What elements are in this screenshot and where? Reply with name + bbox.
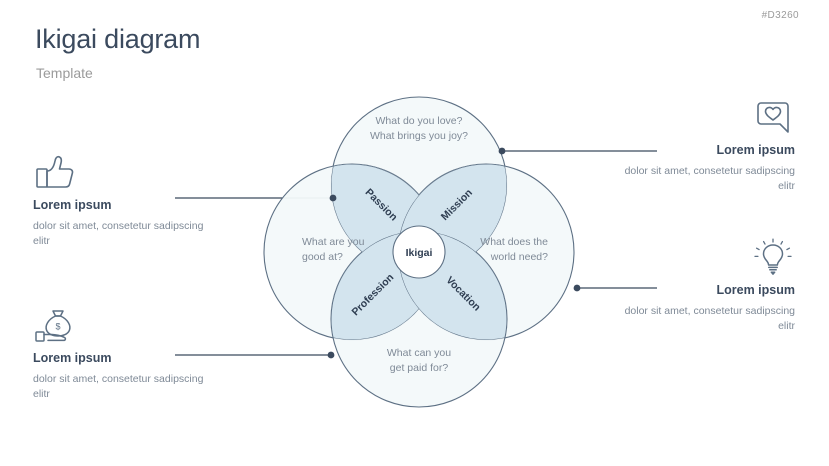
- label-world-need-line1: What does the: [480, 236, 548, 248]
- callout-bottom-right[interactable]: Lorem ipsum dolor sit amet, consetetur s…: [620, 237, 795, 334]
- speech-bubble-heart-icon: [620, 97, 795, 139]
- callout-heading: Lorem ipsum: [33, 351, 112, 365]
- circle-labels: What do you love? What brings you joy? W…: [302, 115, 548, 374]
- svg-text:$: $: [55, 322, 60, 332]
- callout-heading: Lorem ipsum: [716, 283, 796, 297]
- dot-top-left: [329, 194, 337, 202]
- document-code: #D3260: [761, 10, 799, 21]
- callout-bottom-left[interactable]: $ Lorem ipsum dolor sit amet, consetetur…: [33, 305, 208, 402]
- dot-bottom-right: [573, 284, 581, 292]
- label-good-at-line2: good at?: [302, 251, 343, 263]
- center-label: Ikigai: [406, 247, 433, 259]
- callout-top-left[interactable]: Lorem ipsum dolor sit amet, consetetur s…: [33, 152, 208, 249]
- callout-body: dolor sit amet, consetetur sadipscing el…: [624, 165, 795, 193]
- page-subtitle: Template: [36, 65, 93, 81]
- label-world-need-line2: world need?: [490, 251, 548, 263]
- callout-body: dolor sit amet, consetetur sadipscing el…: [33, 220, 204, 248]
- center-circle[interactable]: [392, 225, 446, 279]
- label-love-line1: What do you love?: [376, 115, 463, 127]
- page-title: Ikigai diagram: [35, 24, 201, 54]
- label-paid-for-line2: get paid for?: [390, 362, 449, 374]
- label-love-line2: What brings you joy?: [370, 130, 468, 142]
- lightbulb-icon: [620, 237, 795, 279]
- callout-heading: Lorem ipsum: [33, 198, 112, 212]
- callout-body: dolor sit amet, consetetur sadipscing el…: [33, 373, 204, 401]
- dot-bottom-left: [327, 351, 335, 359]
- callout-heading: Lorem ipsum: [716, 143, 796, 157]
- callout-body: dolor sit amet, consetetur sadipscing el…: [624, 305, 795, 333]
- callout-top-right[interactable]: Lorem ipsum dolor sit amet, consetetur s…: [620, 97, 795, 194]
- label-paid-for-line1: What can you: [387, 347, 451, 359]
- label-good-at-line1: What are you: [302, 236, 365, 248]
- dot-top-right: [498, 147, 506, 155]
- money-bag-in-hand-icon: $: [33, 305, 208, 347]
- thumbs-up-icon: [33, 152, 208, 194]
- connector-dots: [327, 147, 581, 359]
